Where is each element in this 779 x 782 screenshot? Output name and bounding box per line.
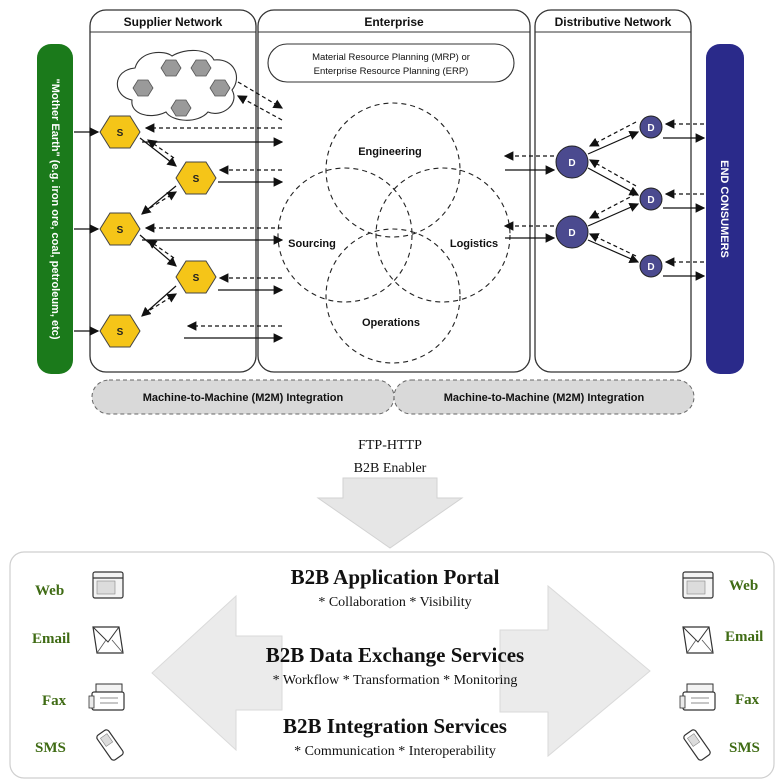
channel-label-web: Web [35,583,64,599]
supplier-node-label: S [193,174,200,185]
enterprise-panel [257,9,531,373]
distributive-network-title: Distributive Network [555,15,672,29]
portal-title: B2B Application Portal [291,565,500,589]
mother-earth-bar [37,44,73,374]
supplier-node-label: S [193,273,200,284]
exchange-subtitle: * Workflow * Transformation * Monitoring [273,673,518,688]
fax-machine-icon [679,683,716,711]
sourcing-label: Sourcing [288,238,336,250]
supplier-node [175,260,217,294]
distributor-node-label: D [647,262,654,273]
channel-label-sms: SMS [35,740,66,756]
mobile-phone-icon [683,729,711,761]
distributor-node [555,215,589,249]
cloud-hexagon [132,79,154,97]
left-channels: Web Email Fax SMS [32,571,125,761]
integration-title: B2B Integration Services [283,714,507,738]
distributor-node-label: D [647,195,654,206]
distributor-node-label: D [568,158,575,169]
m2m-label-right: Machine-to-Machine (M2M) Integration [444,392,645,404]
erp-line-1: Material Resource Planning (MRP) or [312,52,470,63]
end-consumers-bar [706,44,744,374]
supplier-node [99,314,141,348]
distributor-node [639,187,663,211]
fax-machine-icon [88,683,125,711]
left-arrow [151,594,283,752]
operations-circle [325,228,461,364]
supplier-nodes: S S S S S [99,115,217,348]
engineering-label: Engineering [358,146,422,158]
distributor-node [639,115,663,139]
web-window-icon [92,571,124,599]
distributive-network-panel [534,9,692,373]
ftp-http-label: FTP-HTTP [358,438,422,453]
right-channels: Web Email Fax SMS [679,571,763,761]
mother-earth-label: "Mother Earth" (e.g. iron ore, coal, pet… [49,78,61,339]
logistics-circle [375,167,511,303]
enterprise-title: Enterprise [364,15,424,29]
logistics-label: Logistics [450,238,498,250]
distributor-node [555,145,589,179]
channel-label-sms: SMS [729,740,760,756]
down-arrow [316,477,464,549]
integration-subtitle: * Communication * Interoperability [294,744,496,759]
channel-label-web: Web [729,578,758,594]
supplier-node-label: S [117,128,124,139]
distributor-node [639,254,663,278]
cloud-hexagon [209,79,231,97]
supplier-node-label: S [117,327,124,338]
supplier-network-title: Supplier Network [124,15,223,29]
erp-line-2: Enterprise Resource Planning (ERP) [314,66,469,77]
portal-subtitle: * Collaboration * Visibility [318,595,471,610]
distributor-node-label: D [647,123,654,134]
channel-label-fax: Fax [735,692,760,708]
supplier-node [99,115,141,149]
cloud-hexagon [160,59,182,77]
b2b-enabler-label: B2B Enabler [354,461,427,476]
email-envelope-icon [682,626,714,654]
mobile-phone-icon [96,729,124,761]
distributor-nodes: D D D D D [555,115,663,278]
erp-box [267,43,515,83]
channel-label-email: Email [725,629,763,645]
feedback-arrows [144,81,704,331]
cloud-hexagon [190,59,212,77]
exchange-title: B2B Data Exchange Services [266,643,524,667]
distributor-node-label: D [568,228,575,239]
engineering-circle [325,102,461,238]
channel-label-fax: Fax [42,693,67,709]
email-envelope-icon [92,626,124,654]
operations-label: Operations [362,317,420,329]
channel-label-email: Email [32,631,70,647]
supplier-node-label: S [117,225,124,236]
m2m-label-left: Machine-to-Machine (M2M) Integration [143,392,344,404]
web-window-icon [682,571,714,599]
end-consumers-label: END CONSUMERS [718,160,730,258]
supplier-node [175,161,217,195]
cloud-hexagon [170,99,192,117]
flow-arrows [74,127,706,343]
sourcing-circle [277,167,413,303]
supplier-node [99,212,141,246]
m2m-bar-right [393,379,695,415]
right-arrow [499,584,651,758]
